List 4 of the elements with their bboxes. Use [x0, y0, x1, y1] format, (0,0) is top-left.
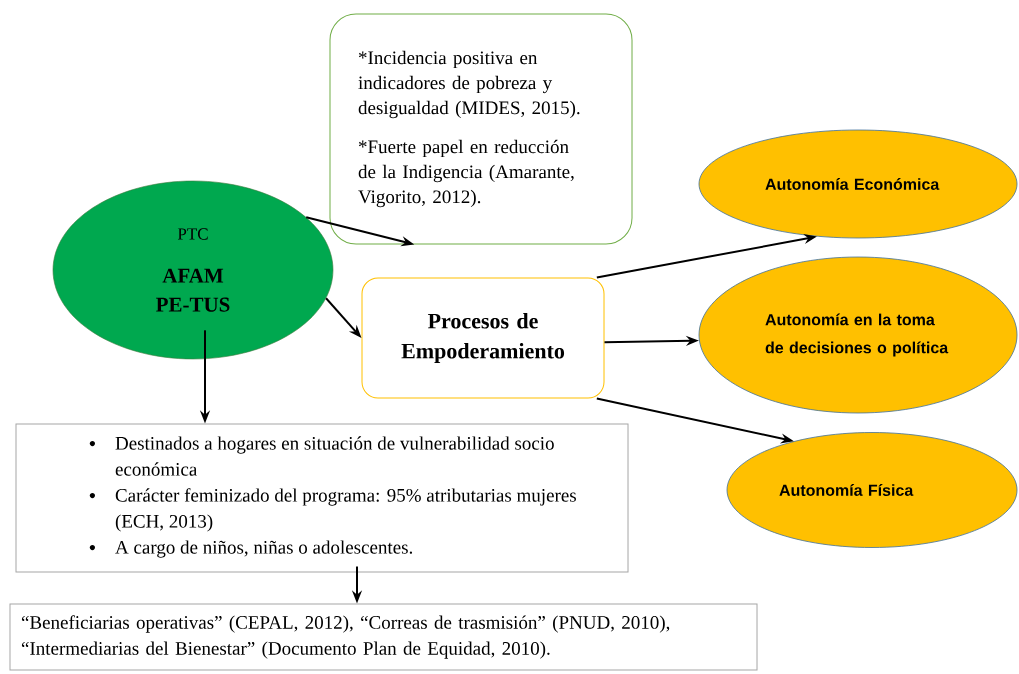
quote-box: “Beneficiarias operativas” (CEPAL, 2012), “Correas de trasmisión” (PNUD, 2010), “Intermediarias del Bienestar” (Documento Plan de Equidad, 2010). [9, 603, 758, 671]
process-box: Procesos de Empoderamiento [361, 277, 605, 399]
bullet-list-box: Destinados a hogares en situación de vulnerabilidad socio económica Carácter feminizado del programa: 95% atributarias mujeres (ECH, 2013) A cargo de niños, niñas o adolescentes. [15, 423, 629, 573]
note-box: *Incidencia positiva en indicadores de pobreza y desigualdad (MIDES, 2015). *Fuerte papel en reducción de la Indigencia (Amarante, Vigorito, 2012). [329, 13, 633, 245]
